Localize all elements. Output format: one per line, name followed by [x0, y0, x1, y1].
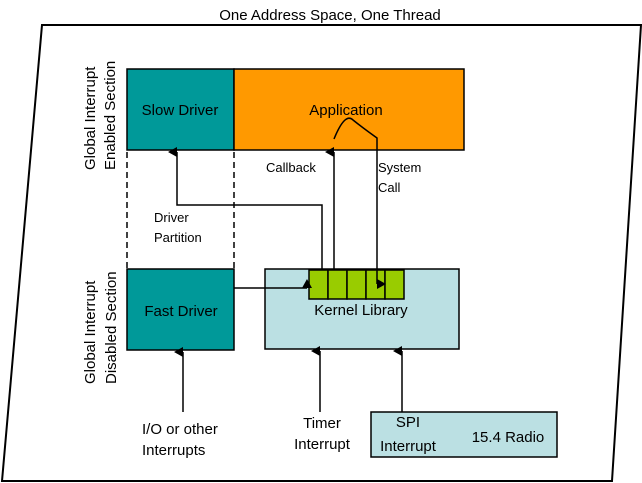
- application-box: [233, 68, 465, 151]
- timer-interrupt-line1: Timer: [303, 415, 341, 432]
- disabled-section-line2: Disabled Section: [103, 271, 120, 384]
- slow-driver-label: Slow Driver: [142, 102, 219, 119]
- application-loop: [333, 117, 378, 150]
- callback-label: Callback: [266, 160, 316, 175]
- radio-label: 15.4 Radio: [472, 429, 545, 446]
- system-call-line2: Call: [378, 180, 401, 195]
- disabled-section-label: Global Interrupt Disabled Section: [82, 271, 120, 384]
- kernel-queue: [308, 269, 405, 300]
- spi-interrupt-line1: SPI: [396, 414, 420, 431]
- kernel-queue-slot: [384, 269, 405, 300]
- kernel-queue-slot: [327, 269, 348, 300]
- io-interrupts-line1: I/O or other: [142, 421, 218, 438]
- io-interrupts-line2: Interrupts: [142, 442, 205, 459]
- address-space-frame: [0, 24, 642, 482]
- kernel-queue-slot: [308, 269, 329, 300]
- radio-box: [370, 411, 558, 458]
- driver-partition-line1: Driver: [154, 210, 189, 225]
- enabled-section-line1: Global Interrupt: [82, 66, 99, 170]
- driver-partition-line2: Partition: [154, 230, 202, 245]
- kernel-queue-slot: [346, 269, 367, 300]
- enabled-section-label: Global Interrupt Enabled Section: [82, 61, 119, 170]
- diagram-title: One Address Space, One Thread: [219, 7, 441, 24]
- kernel-queue-slot: [365, 269, 386, 300]
- system-call-line1: System: [378, 160, 421, 175]
- timer-interrupt-line2: Interrupt: [294, 436, 351, 453]
- application-label: Application: [309, 102, 382, 119]
- slow-driver-callback-arrow: [168, 147, 323, 269]
- fast-driver-label: Fast Driver: [144, 303, 217, 320]
- enabled-section-line2: Enabled Section: [102, 61, 119, 170]
- kernel-library-label: Kernel Library: [314, 302, 408, 319]
- spi-interrupt-line2: Interrupt: [380, 438, 437, 455]
- disabled-section-line1: Global Interrupt: [82, 280, 99, 384]
